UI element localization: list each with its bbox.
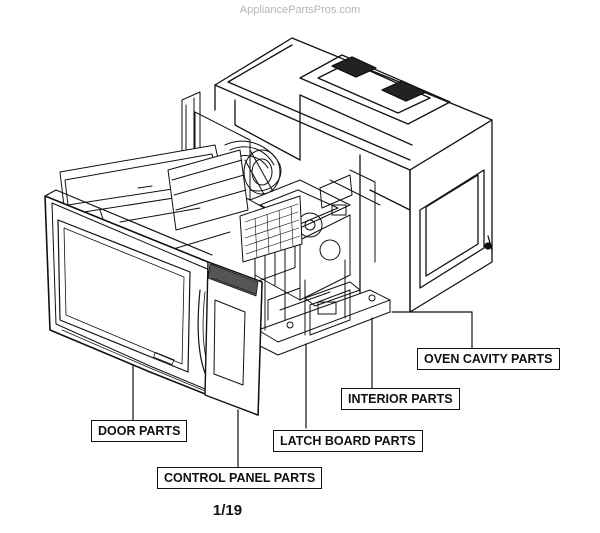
- leader-oven-cavity: [391, 311, 473, 349]
- control-panel-frame: [59, 144, 303, 263]
- door-parts-label[interactable]: DOOR PARTS: [91, 420, 188, 442]
- watermark-text: AppliancePartsPros.com: [239, 4, 361, 16]
- oven-cavity-housing: [214, 37, 493, 313]
- oven-cavity-parts-label[interactable]: OVEN CAVITY PARTS: [417, 348, 560, 370]
- latch-board-parts-label[interactable]: LATCH BOARD PARTS: [273, 430, 423, 452]
- control-panel-strip: [204, 261, 263, 416]
- interior-parts-label[interactable]: INTERIOR PARTS: [341, 388, 460, 410]
- control-panel-parts-label[interactable]: CONTROL PANEL PARTS: [157, 467, 323, 489]
- leader-lines: [132, 311, 473, 468]
- page-number: 1/19: [212, 502, 243, 519]
